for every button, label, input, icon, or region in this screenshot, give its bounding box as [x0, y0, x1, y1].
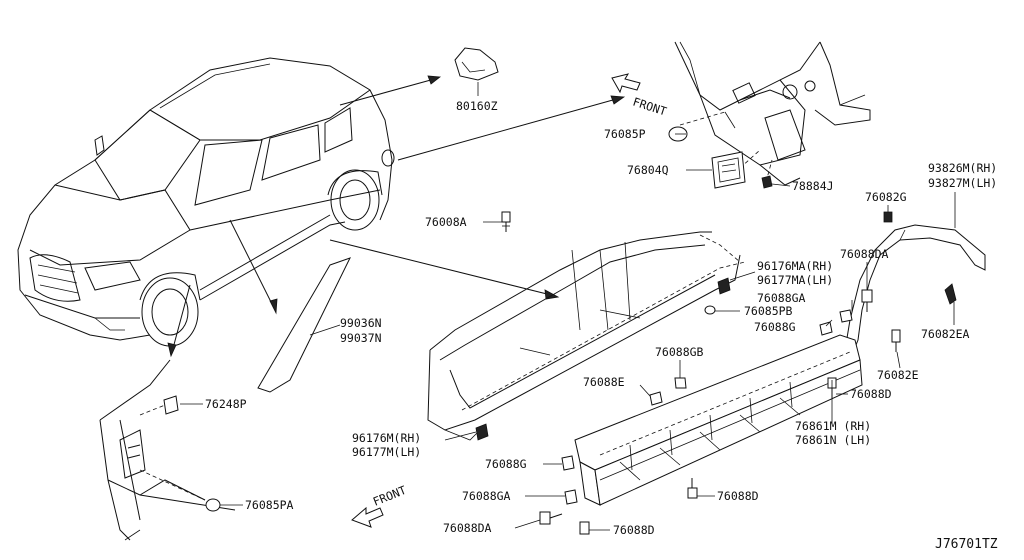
label-76804Q: 76804Q	[627, 163, 669, 177]
part-76861M-moulding-shape	[574, 334, 863, 506]
label-leader-lines	[180, 133, 956, 531]
part-99036N-shape	[257, 257, 351, 393]
part-76085PB-shape	[704, 305, 716, 315]
label-76088GA-bottom: 76088GA	[462, 489, 511, 503]
label-76085PA: 76085PA	[245, 498, 294, 512]
part-76088D-mid-shape	[687, 478, 698, 499]
label-99037N: 99037N	[340, 331, 382, 345]
part-76088DA-top-shape	[861, 289, 873, 312]
part-76088DA-bottom-shape	[539, 511, 563, 525]
label-76088D-mid: 76088D	[717, 489, 759, 503]
label-76861N: 76861N (LH)	[795, 433, 871, 447]
vehicle-illustration	[17, 57, 395, 347]
label-76088GA-top: 76088GA	[757, 291, 806, 305]
label-76248P: 76248P	[205, 397, 247, 411]
label-76085PB: 76085PB	[744, 304, 793, 318]
part-76088D-bottom-shape	[579, 521, 590, 535]
sill-body-illustration	[427, 231, 746, 441]
part-76082EA-shape	[944, 283, 957, 305]
front-label-top: FRONT	[631, 95, 668, 119]
label-96177M: 96177M(LH)	[352, 445, 421, 459]
label-93826M: 93826M(RH)	[928, 161, 997, 175]
label-76085P: 76085P	[604, 127, 646, 141]
label-76088G-top: 76088G	[754, 320, 796, 334]
front-arrow-top	[611, 73, 641, 94]
front-label-bottom: FRONT	[371, 483, 408, 509]
label-76088DA-bottom: 76088DA	[443, 521, 492, 535]
label-76088DA-top: 76088DA	[840, 247, 889, 261]
label-76082E: 76082E	[877, 368, 919, 382]
label-76088D-bottom: 76088D	[613, 523, 655, 537]
label-76088G-bottom: 76088G	[485, 457, 527, 471]
part-96176M-shape	[475, 423, 489, 441]
part-80160Z-shape	[454, 47, 499, 96]
front-pillar-illustration	[99, 359, 236, 541]
part-76088E-shape	[649, 391, 663, 406]
part-76082G-shape	[883, 211, 893, 223]
diagram-id-label: J76701TZ	[935, 537, 998, 552]
label-76088E: 76088E	[583, 375, 625, 389]
label-76082G: 76082G	[865, 190, 907, 204]
label-96177MA: 96177MA(LH)	[757, 273, 833, 287]
part-76088G-top-shape	[819, 321, 833, 336]
label-93827M: 93827M(LH)	[928, 176, 997, 190]
part-96176MA-shape	[717, 277, 731, 295]
label-76088GB: 76088GB	[655, 345, 704, 359]
part-76082E-shape	[891, 329, 901, 352]
label-78884J: 78884J	[792, 179, 834, 193]
label-76088D-right: 76088D	[850, 387, 892, 401]
rear-wheelhouse-illustration	[674, 41, 871, 186]
part-76088GA-top-shape	[839, 309, 853, 323]
part-76248P-shape	[163, 395, 179, 415]
part-78884J-shape	[761, 175, 773, 189]
label-76082EA: 76082EA	[921, 327, 970, 341]
label-80160Z: 80160Z	[456, 99, 498, 113]
label-96176M: 96176M(RH)	[352, 431, 421, 445]
label-76861M: 76861M (RH)	[795, 419, 871, 433]
part-labels: 80160Z 76085P 76804Q 78884J 76008A 93826…	[205, 99, 998, 552]
part-93826M-flare-shape	[844, 224, 986, 356]
part-76088GA-bottom-shape	[564, 489, 578, 505]
part-76088G-bottom-shape	[561, 455, 575, 471]
label-99036N: 99036N	[340, 316, 382, 330]
part-76085PA-shape	[205, 498, 221, 512]
leader-arrows-car	[167, 75, 626, 358]
label-76008A: 76008A	[425, 215, 467, 229]
part-76088GB-shape	[674, 377, 687, 389]
part-76008A-shape	[501, 211, 511, 232]
part-76804Q-shape	[711, 151, 746, 189]
label-96176MA: 96176MA(RH)	[757, 259, 833, 273]
front-arrow-bottom	[351, 506, 384, 528]
